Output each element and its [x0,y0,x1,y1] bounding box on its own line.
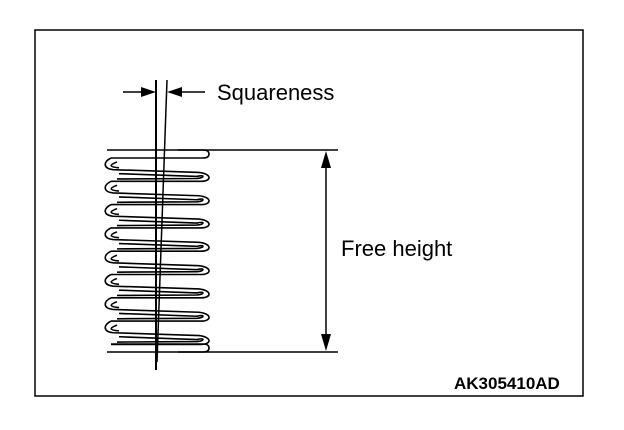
coil-loop [104,320,210,346]
squareness-arrow-left-head [141,87,156,97]
free-height-arrow-bottom [321,334,331,351]
coil-loop-inner [116,219,204,227]
coil-loop [104,180,210,206]
free-height-label: Free height [341,236,453,261]
coil-loop-inner [116,289,204,297]
coil-loop-inner-left [110,207,120,216]
coil-loop [104,297,210,322]
figure-border [34,29,584,397]
coil-loop-inner-left [110,184,120,192]
coil-loop-inner [116,242,204,250]
free-height-arrow-top [321,151,331,168]
coil-loop-inner-left [110,231,120,239]
coil-loop [104,273,210,299]
coil-loop-inner [116,266,204,273]
coil-loop [104,157,210,183]
coil-loop-inner-left [110,324,120,332]
coil-loop-inner [116,312,204,320]
coil-loop-inner [116,172,204,180]
coil-loop-inner [116,196,204,204]
figure-code: AK305410AD [454,374,560,393]
coil-loop [104,203,210,229]
coil-loop-inner-left [110,277,120,286]
coil-top-end [107,149,210,159]
coil-loop [104,250,210,276]
squareness-arrow-right-head [167,87,182,97]
coil-loop-inner-left [110,301,120,309]
coil-loop [104,227,210,252]
coil-spring [104,149,210,353]
coil-loop-inner-left [110,254,120,262]
spring-axis-line [156,79,168,363]
coil-loop-inner-left [110,161,120,169]
coil-loop-inner [116,335,204,343]
squareness-label: Squareness [217,80,335,105]
